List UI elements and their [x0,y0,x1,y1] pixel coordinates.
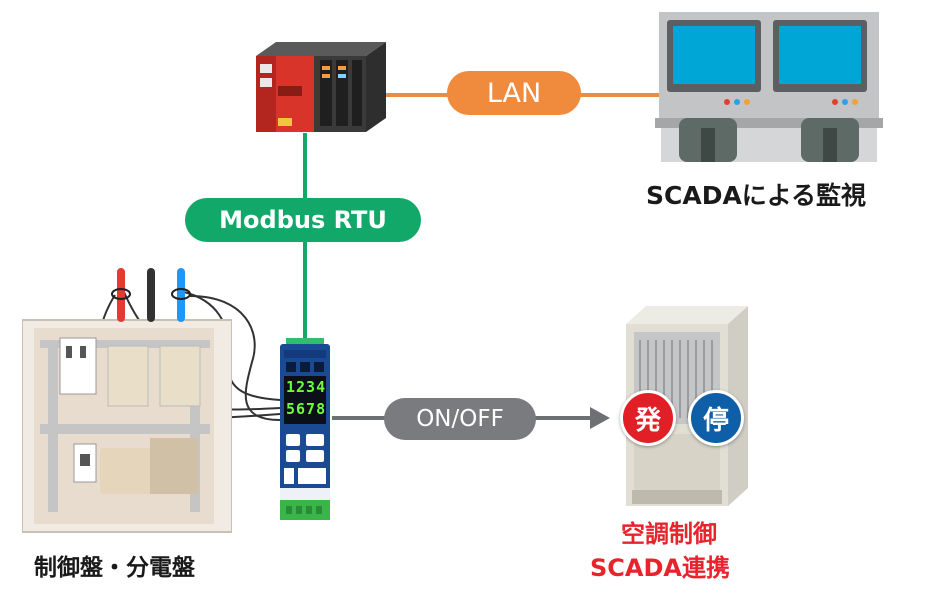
aircon-caption-line2: SCADA連携 [590,554,730,582]
scada-caption: SCADAによる監視 [646,181,867,210]
start-badge: 発 [620,390,676,446]
plc-icon [256,42,386,132]
onoff-label: ON/OFF [384,398,536,440]
device-display-top: 1234 [286,378,327,396]
ct-sensor-cables-icon [111,268,191,322]
power-monitor-device-icon: 1234 5678 [280,338,330,522]
onoff-arrowhead [590,407,610,429]
lan-label: LAN [447,71,581,115]
panel-caption: 制御盤・分電盤 [34,555,195,581]
electrical-panel-icon [22,319,232,533]
aircon-caption-line1: 空調制御 [621,520,717,548]
stop-badge: 停 [688,390,744,446]
ct-wire-4 [189,295,281,421]
device-body [280,338,330,520]
device-display-bottom: 5678 [286,400,327,418]
modbus-rtu-label: Modbus RTU [185,198,421,242]
scada-monitor-station-icon [655,12,883,162]
